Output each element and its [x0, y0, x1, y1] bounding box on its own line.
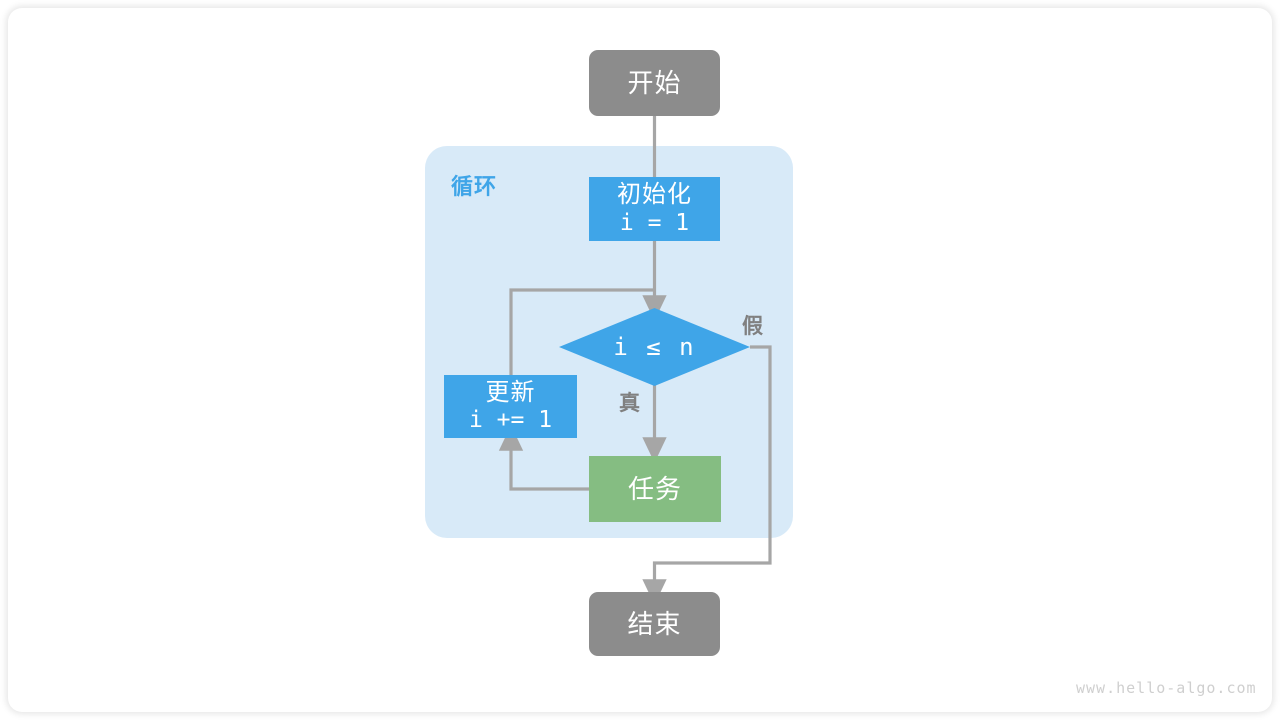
node-condition-label: i ≤ n	[613, 333, 696, 361]
diamond-shape	[559, 308, 750, 386]
node-update: 更新 i += 1	[444, 375, 577, 438]
node-condition: i ≤ n	[559, 308, 750, 386]
edge-label-false: 假	[742, 315, 763, 338]
node-task-line-1: 任务	[627, 473, 682, 504]
node-start-line-1: 开始	[627, 67, 682, 98]
loop-container-label: 循环	[451, 174, 498, 199]
watermark: www.hello-algo.com	[1076, 679, 1257, 697]
node-init-line-1: 初始化	[617, 181, 692, 209]
node-update-line-1: 更新	[485, 378, 536, 406]
edge-update-to-cond	[509, 288, 655, 377]
node-update-line-2: i += 1	[468, 407, 553, 434]
node-end: 结束	[589, 592, 720, 656]
node-end-line-1: 结束	[627, 608, 682, 639]
edge-cond-to-end	[642, 345, 772, 605]
edge-task-to-update	[498, 425, 589, 491]
edge-label-true: 真	[619, 392, 640, 415]
node-init: 初始化 i = 1	[589, 177, 720, 241]
node-init-line-2: i = 1	[619, 209, 690, 236]
node-start: 开始	[589, 50, 720, 116]
node-task: 任务	[589, 456, 721, 522]
